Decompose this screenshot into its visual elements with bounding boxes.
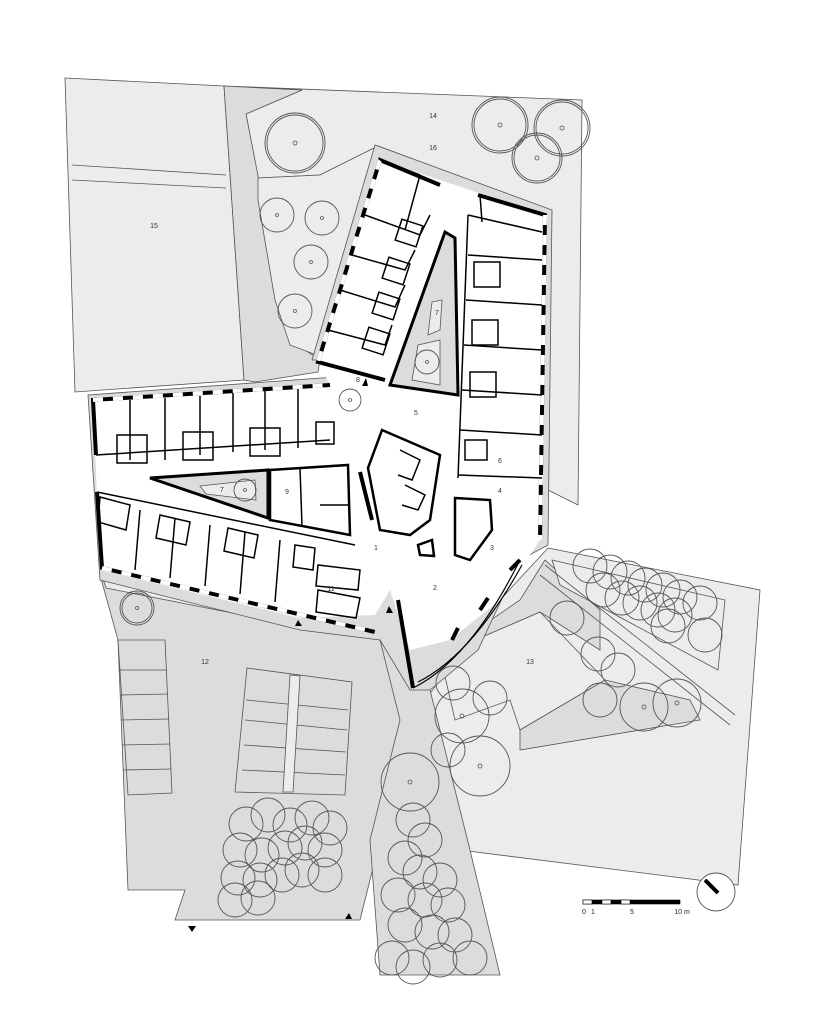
room-labels: 1 2 3 4 5 6 7 7 8 9 11 12 13 14 15 16 bbox=[150, 113, 534, 666]
label-15: 15 bbox=[150, 223, 158, 230]
label-4: 4 bbox=[498, 488, 502, 495]
scale-tick-10: 10 m bbox=[674, 909, 690, 916]
entrance-arrow-icon bbox=[386, 606, 393, 613]
label-16: 16 bbox=[429, 145, 437, 152]
room-3-core bbox=[453, 496, 494, 562]
label-13: 13 bbox=[526, 659, 534, 666]
label-2: 2 bbox=[433, 585, 437, 592]
entrance-arrow-icon bbox=[362, 378, 368, 386]
label-9: 9 bbox=[285, 489, 289, 496]
scale-bar: 0 1 5 10 m bbox=[582, 899, 690, 916]
entrance-arrow-icon bbox=[345, 913, 352, 919]
label-12: 12 bbox=[201, 659, 209, 666]
plot-15 bbox=[64, 77, 245, 393]
entrance-markers bbox=[188, 378, 393, 932]
scale-tick-1: 1 bbox=[591, 909, 595, 916]
north-court-7 bbox=[387, 229, 460, 397]
room-9 bbox=[268, 463, 352, 537]
label-8: 8 bbox=[356, 377, 360, 384]
label-6: 6 bbox=[498, 458, 502, 465]
scale-tick-0: 0 bbox=[582, 909, 586, 916]
label-11: 11 bbox=[327, 586, 334, 593]
north-arrow-icon bbox=[696, 872, 736, 912]
scale-tick-5: 5 bbox=[630, 909, 634, 916]
path-south bbox=[369, 638, 501, 976]
label-1: 1 bbox=[374, 545, 378, 552]
label-5: 5 bbox=[414, 410, 418, 417]
trees bbox=[119, 96, 723, 985]
label-7-west: 7 bbox=[220, 487, 224, 494]
entrance-arrow-icon bbox=[188, 926, 196, 932]
building bbox=[87, 144, 553, 691]
room-core bbox=[366, 428, 442, 537]
label-7-north: 7 bbox=[435, 310, 439, 317]
parking-stalls bbox=[117, 639, 353, 796]
label-3: 3 bbox=[490, 545, 494, 552]
label-14: 14 bbox=[429, 113, 437, 120]
entrance-arrow-icon bbox=[295, 620, 302, 626]
